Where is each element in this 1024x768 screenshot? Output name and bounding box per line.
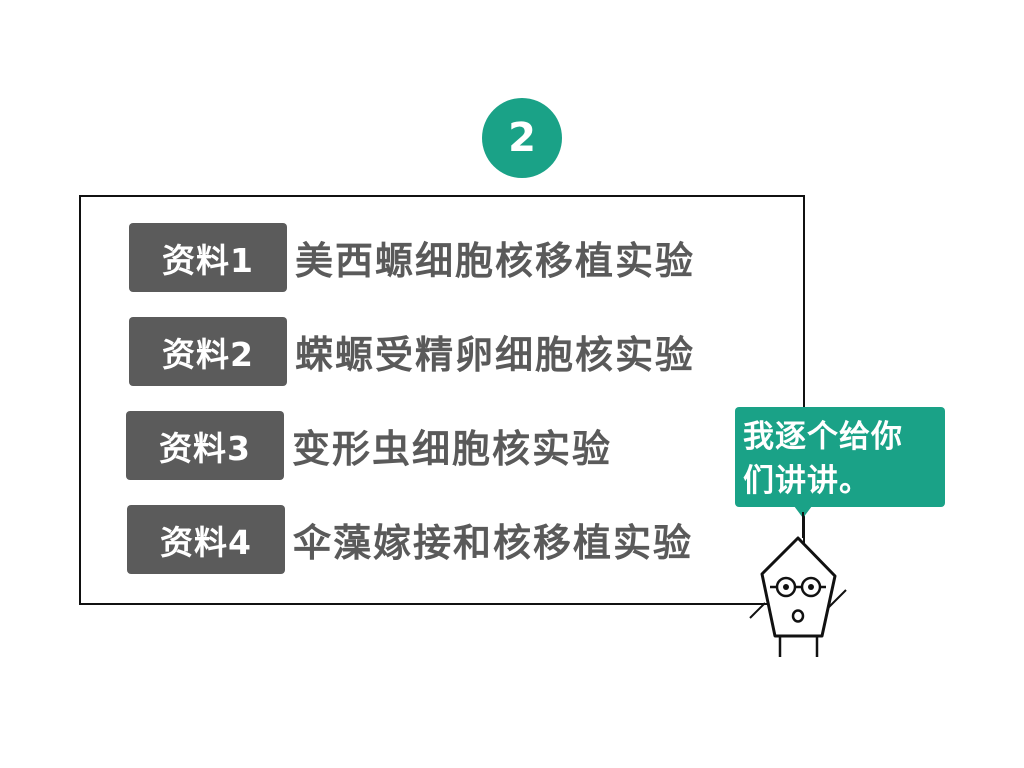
material-title-1: 美西螈细胞核移植实验 [295, 239, 696, 283]
material-title-4: 伞藻嫁接和核移植实验 [293, 521, 694, 565]
material-row-3[interactable]: 资料3 变形虫细胞核实验 [126, 411, 612, 480]
pentagon-teacher-with-glasses-icon [740, 500, 860, 674]
material-label-1[interactable]: 资料1 [129, 223, 287, 292]
speech-line-1: 我逐个给你 [743, 419, 903, 455]
speech-bubble: 我逐个给你 们讲讲。 [735, 407, 945, 507]
material-row-2[interactable]: 资料2 蝾螈受精卵细胞核实验 [129, 317, 695, 386]
material-title-2: 蝾螈受精卵细胞核实验 [295, 333, 696, 377]
material-label-4[interactable]: 资料4 [127, 505, 285, 574]
material-label-2[interactable]: 资料2 [129, 317, 287, 386]
speech-line-2: 们讲讲。 [743, 463, 871, 499]
step-number: 2 [508, 115, 536, 161]
material-row-4[interactable]: 资料4 伞藻嫁接和核移植实验 [127, 505, 693, 574]
material-title-3: 变形虫细胞核实验 [292, 427, 613, 471]
material-label-3[interactable]: 资料3 [126, 411, 284, 480]
material-row-1[interactable]: 资料1 美西螈细胞核移植实验 [129, 223, 695, 292]
step-number-badge: 2 [482, 98, 562, 178]
